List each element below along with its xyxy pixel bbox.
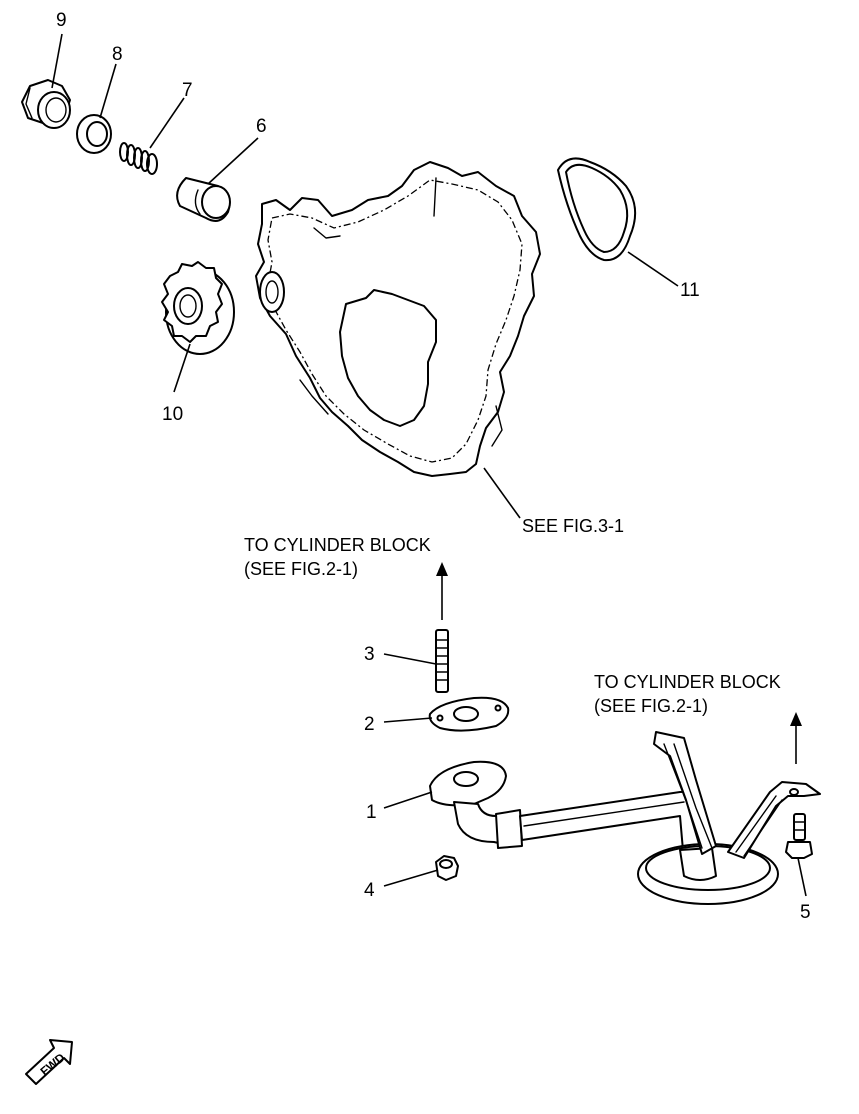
arrow-to-cylinder-block-right: [790, 712, 802, 764]
part-10-gear: [161, 261, 235, 355]
part-7-spring: [119, 142, 158, 175]
part-2-gasket: [428, 696, 510, 732]
callout-3: 3: [364, 644, 375, 665]
callout-10: 10: [162, 404, 183, 425]
part-6-plunger: [176, 177, 231, 222]
callout-5: 5: [800, 902, 811, 923]
callout-1: 1: [366, 802, 377, 823]
callout-6: 6: [256, 116, 267, 137]
callout-2: 2: [364, 714, 375, 735]
arrow-to-cylinder-block-left: [436, 562, 448, 620]
part-3-stud: [435, 629, 449, 693]
part-8-washer: [76, 114, 112, 154]
to-cylinder-block-left-line1: TO CYLINDER BLOCK: [244, 535, 431, 555]
part-1-oil-strainer: [429, 731, 821, 905]
callout-11: 11: [680, 280, 700, 301]
to-cylinder-block-right-line2: (SEE FIG.2-1): [594, 696, 708, 716]
oil-pump-case: [255, 161, 541, 477]
callout-8: 8: [112, 44, 123, 65]
fwd-direction-arrow: FWD: [25, 1039, 73, 1085]
part-9-hex-plug: [21, 79, 71, 129]
part-5-bolt: [785, 813, 813, 859]
see-fig-3-1-label: SEE FIG.3-1: [522, 516, 624, 536]
to-cylinder-block-right-line1: TO CYLINDER BLOCK: [594, 672, 781, 692]
part-11-o-ring: [557, 157, 637, 262]
to-cylinder-block-left-line2: (SEE FIG.2-1): [244, 559, 358, 579]
leader-lines: [51, 33, 807, 897]
part-4-nut: [435, 855, 459, 881]
callout-7: 7: [182, 80, 193, 101]
callout-4: 4: [364, 880, 375, 901]
callout-9: 9: [56, 10, 67, 31]
